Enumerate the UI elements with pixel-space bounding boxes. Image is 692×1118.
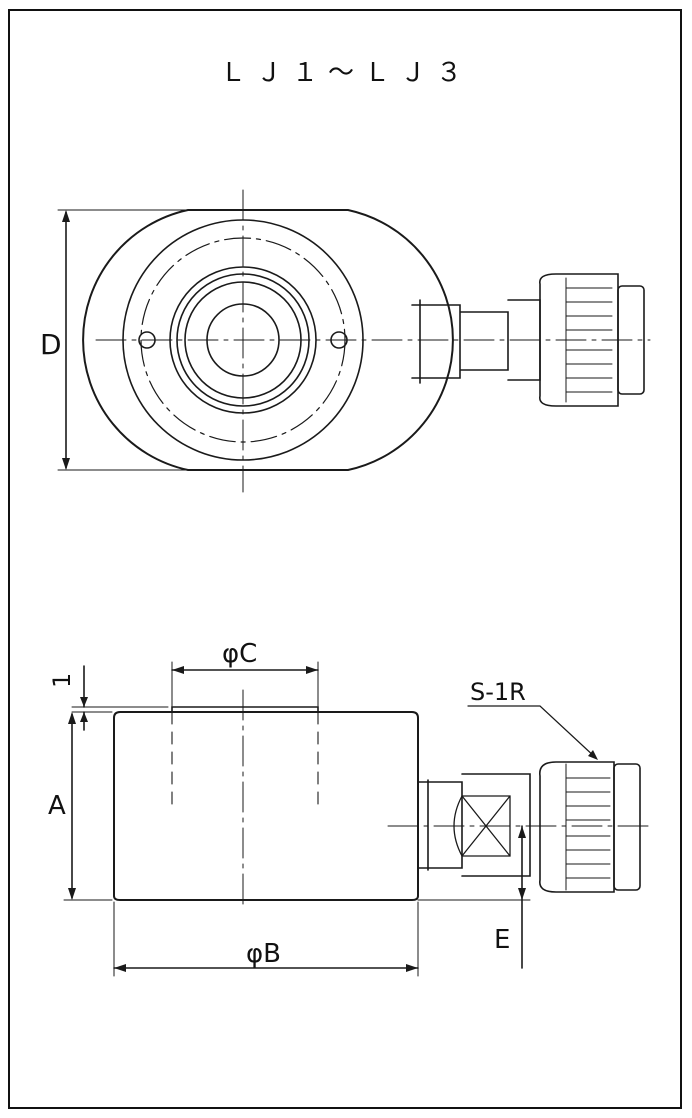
side-view-ram-top	[171, 706, 319, 713]
dimension-a-label: A	[48, 791, 66, 821]
dimension-phib-label: φB	[246, 939, 281, 969]
side-view-coupler-cap	[613, 763, 641, 891]
top-view-fitting	[411, 299, 541, 384]
drawing-frame	[8, 9, 682, 1109]
dimension-d-label: D	[40, 328, 62, 361]
dimension-phic-label: φC	[222, 639, 257, 669]
top-view-coupler-cap	[617, 285, 645, 395]
coupler-label: S-1R	[470, 678, 526, 706]
top-view	[57, 189, 651, 493]
top-view-body-outline	[82, 209, 454, 471]
side-view-coupler-knurl	[565, 763, 611, 891]
drawing-title: ＬＪ１～ＬＪ３	[219, 58, 472, 88]
top-view-coupler-nut	[539, 273, 619, 407]
dimension-e-label: E	[494, 925, 510, 955]
side-view-coupler-nut	[539, 761, 615, 893]
dimension-one-label: 1	[48, 673, 76, 688]
side-view-fitting	[417, 773, 531, 877]
coupler-leader-line	[467, 705, 597, 759]
side-view-body-outline	[113, 711, 419, 901]
side-view	[63, 661, 655, 977]
top-view-coupler-knurl	[565, 277, 613, 403]
